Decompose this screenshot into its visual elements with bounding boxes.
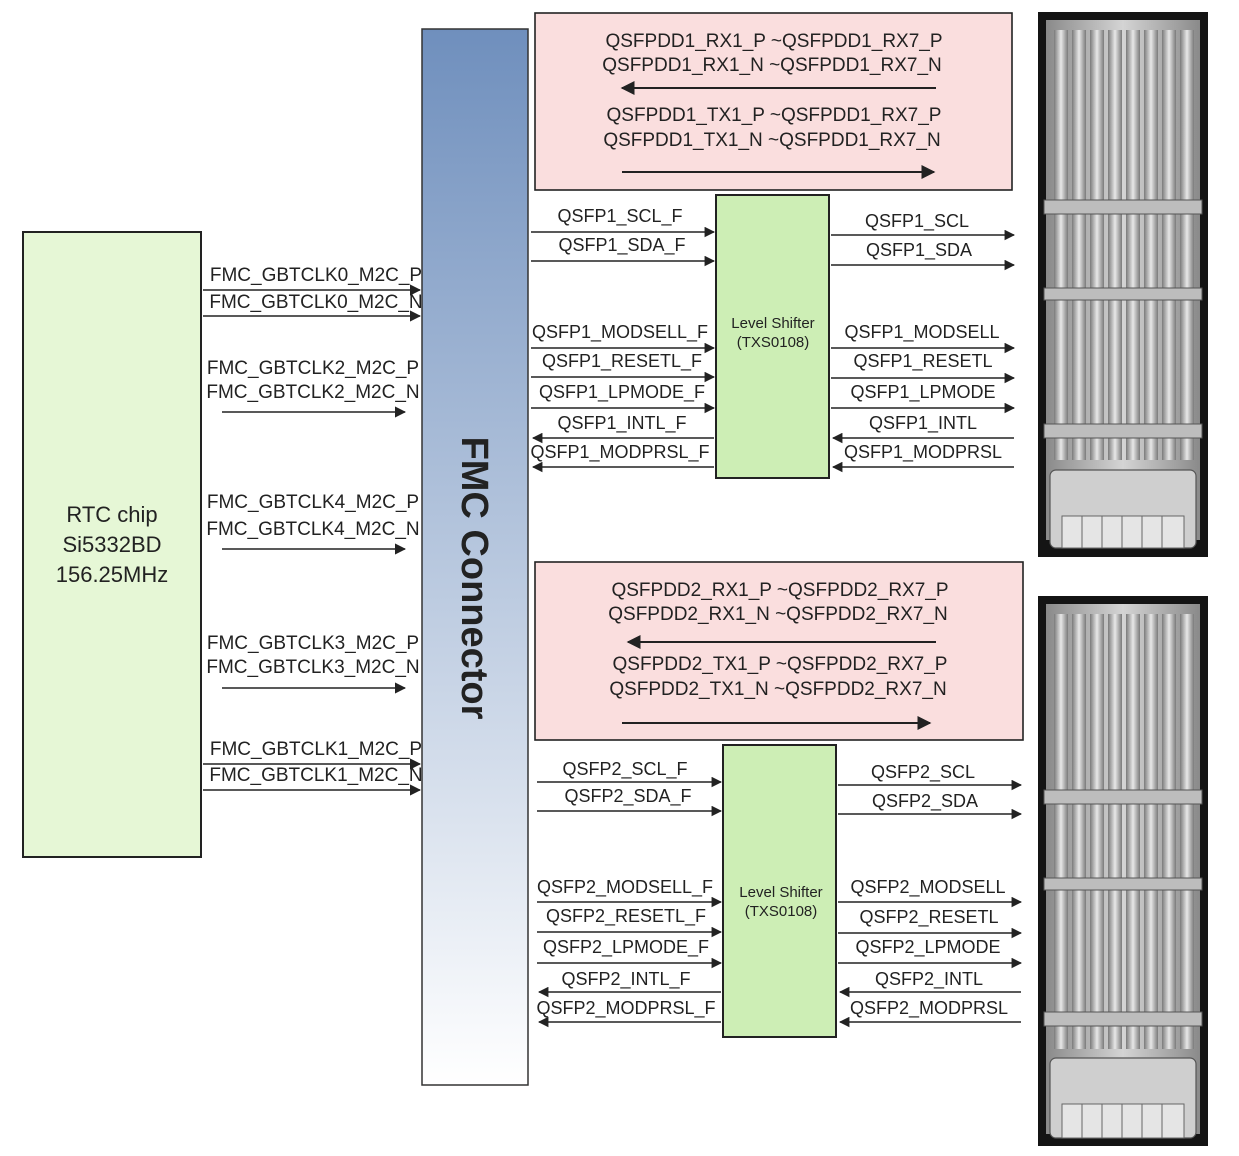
qsfp-dd-cage-2-image (1038, 596, 1208, 1146)
qsfpdd2-rx-p-label: QSFPDD2_RX1_P ~QSFPDD2_RX7_P (611, 580, 948, 601)
rtc-chip-block: RTC chip Si5332BD 156.25MHz (22, 231, 202, 858)
rtc-part-number: Si5332BD (62, 532, 161, 557)
clock-label-p: FMC_GBTCLK3_M2C_P (207, 633, 419, 654)
signal-label: QSFP1_SCL_F (557, 206, 682, 227)
clock-label-n: FMC_GBTCLK0_M2C_N (209, 292, 422, 313)
qsfpdd2-highspeed-block: QSFPDD2_RX1_P ~QSFPDD2_RX7_P QSFPDD2_RX1… (534, 561, 1024, 741)
signal-label: QSFP2_MODSELL_F (537, 877, 713, 898)
signal-label: QSFP1_SDA_F (558, 235, 685, 256)
level-shifter-label: Level Shifter (739, 884, 822, 901)
signal-label: QSFP1_MODPRSL (844, 442, 1002, 463)
signal-label: QSFP1_RESETL (853, 351, 992, 372)
clock-label-n: FMC_GBTCLK1_M2C_N (209, 765, 422, 786)
signal-label: QSFP1_LPMODE_F (539, 382, 705, 403)
clock-signals: FMC_GBTCLK0_M2C_P FMC_GBTCLK0_M2C_N FMC_… (203, 265, 423, 796)
qsfp2-level-shifter: Level Shifter (TXS0108) (722, 744, 837, 1038)
qsfp1-level-shifter: Level Shifter (TXS0108) (715, 194, 830, 479)
qsfp1-sideband-signals: QSFP1_SCL_F QSFP1_SDA_F QSFP1_MODSELL_F … (530, 206, 1016, 473)
signal-label: QSFP2_MODPRSL (850, 998, 1008, 1019)
level-shifter-part: (TXS0108) (745, 903, 818, 920)
signal-label: QSFP1_MODSELL (844, 322, 999, 343)
signal-label: QSFP1_RESETL_F (542, 351, 702, 372)
qsfp-dd-cage-1-image (1038, 12, 1208, 557)
signal-label: QSFP1_INTL_F (557, 413, 686, 434)
clock-label-n: FMC_GBTCLK2_M2C_N (206, 382, 419, 403)
signal-label: QSFP2_MODSELL (850, 877, 1005, 898)
signal-label: QSFP2_MODPRSL_F (536, 998, 715, 1019)
qsfpdd2-rx-n-label: QSFPDD2_RX1_N ~QSFPDD2_RX7_N (608, 604, 948, 625)
rtc-chip-label: RTC chip (66, 502, 157, 527)
signal-label: QSFP2_LPMODE_F (543, 937, 709, 958)
qsfpdd1-highspeed-block: QSFPDD1_RX1_P ~QSFPDD1_RX7_P QSFPDD1_RX1… (534, 12, 1013, 191)
fmc-connector-label: FMC Connector (453, 437, 495, 720)
level-shifter-label: Level Shifter (731, 315, 814, 332)
qsfpdd1-tx-n-label: QSFPDD1_TX1_N ~QSFPDD1_RX7_N (603, 130, 940, 151)
signal-label: QSFP1_SDA (866, 240, 972, 261)
clock-label-p: FMC_GBTCLK2_M2C_P (207, 358, 419, 379)
signal-label: QSFP2_RESETL_F (546, 906, 706, 927)
level-shifter-part: (TXS0108) (737, 334, 810, 351)
signal-label: QSFP2_SCL (871, 762, 975, 783)
qsfpdd1-rx-n-label: QSFPDD1_RX1_N ~QSFPDD1_RX7_N (602, 55, 942, 76)
signal-label: QSFP1_MODSELL_F (532, 322, 708, 343)
signal-label: QSFP2_INTL (875, 969, 983, 990)
signal-label: QSFP2_SDA (872, 791, 978, 812)
qsfpdd2-tx-p-label: QSFPDD2_TX1_P ~QSFPDD2_RX7_P (613, 654, 948, 675)
qsfpdd1-tx-p-label: QSFPDD1_TX1_P ~QSFPDD1_RX7_P (607, 105, 942, 126)
clock-label-p: FMC_GBTCLK0_M2C_P (210, 265, 422, 286)
signal-label: QSFP2_INTL_F (561, 969, 690, 990)
qsfpdd1-rx-p-label: QSFPDD1_RX1_P ~QSFPDD1_RX7_P (605, 31, 942, 52)
signal-label: QSFP2_SDA_F (564, 786, 691, 807)
signal-label: QSFP2_RESETL (859, 907, 998, 928)
qsfpdd2-tx-n-label: QSFPDD2_TX1_N ~QSFPDD2_RX7_N (609, 679, 946, 700)
signal-label: QSFP1_SCL (865, 211, 969, 232)
clock-label-n: FMC_GBTCLK4_M2C_N (206, 519, 419, 540)
fmc-connector: FMC Connector (421, 28, 529, 1086)
clock-label-p: FMC_GBTCLK1_M2C_P (210, 739, 422, 760)
signal-label: QSFP2_SCL_F (562, 759, 687, 780)
qsfp2-sideband-signals: QSFP2_SCL_F QSFP2_SDA_F QSFP2_MODSELL_F … (536, 759, 1023, 1028)
signal-label: QSFP1_LPMODE (850, 382, 995, 403)
rtc-frequency: 156.25MHz (56, 562, 169, 587)
signal-label: QSFP1_INTL (869, 413, 977, 434)
signal-label: QSFP1_MODPRSL_F (530, 442, 709, 463)
clock-label-n: FMC_GBTCLK3_M2C_N (206, 657, 419, 678)
signal-label: QSFP2_LPMODE (855, 937, 1000, 958)
clock-label-p: FMC_GBTCLK4_M2C_P (207, 492, 419, 513)
